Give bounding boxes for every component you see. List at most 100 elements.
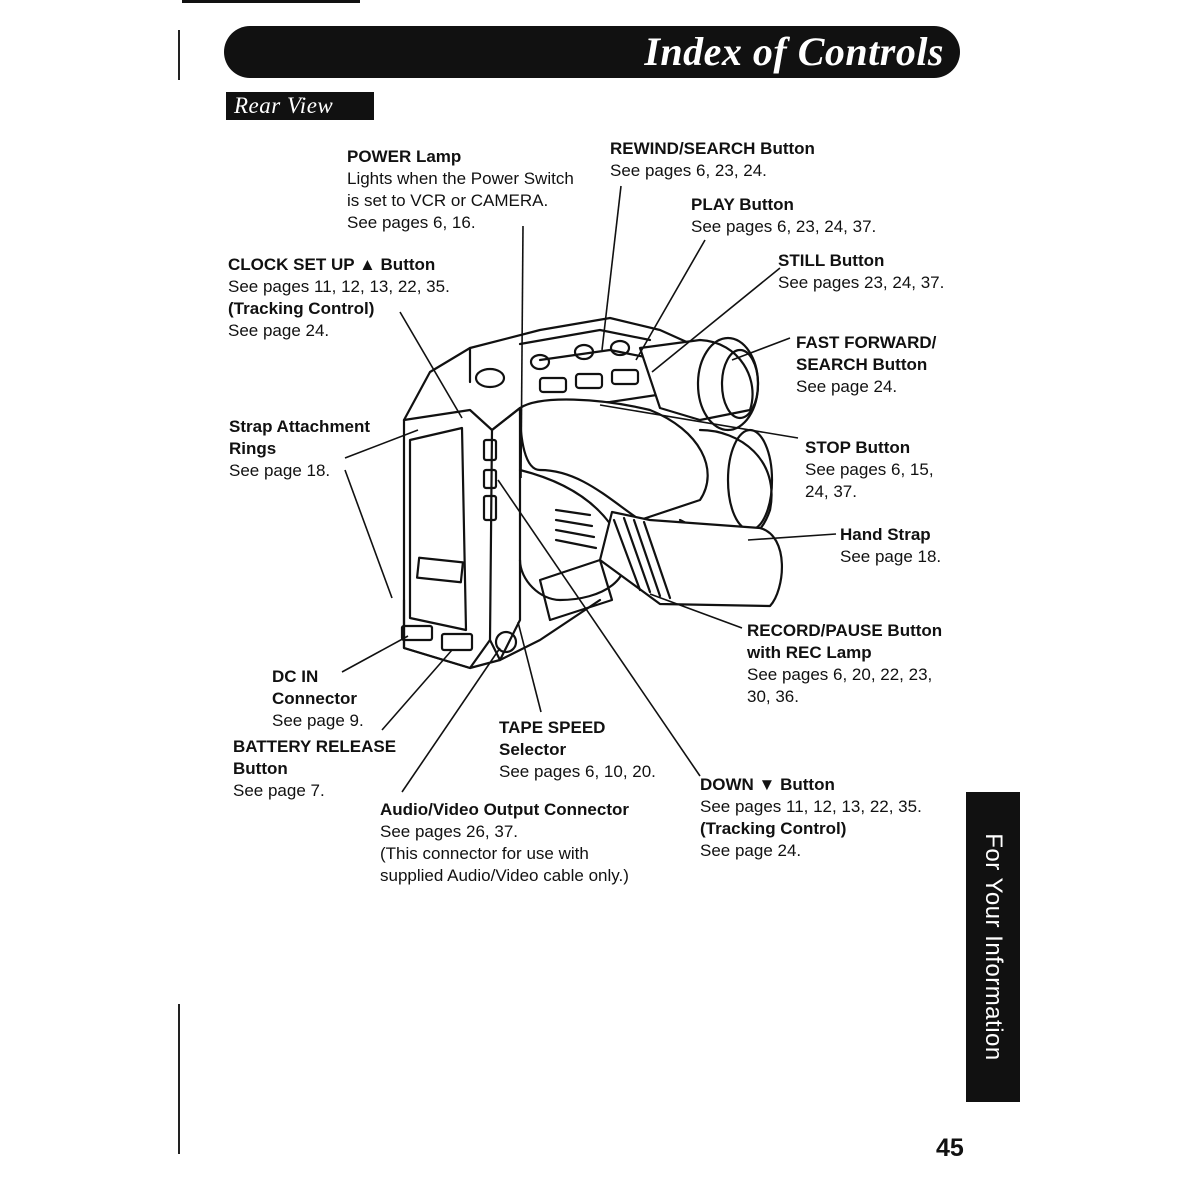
hand-strap xyxy=(598,510,784,608)
label-title: Strap Attachment xyxy=(229,417,371,436)
label-dc-in: DC IN Connector See page 9. xyxy=(272,666,364,732)
label-title: Connector xyxy=(272,689,357,708)
leader-down xyxy=(497,479,701,777)
label-title: Selector xyxy=(499,740,567,759)
label-play: PLAY Button See pages 6, 23, 24, 37. xyxy=(691,194,876,238)
leader-ff xyxy=(731,337,791,361)
leader-record xyxy=(649,593,743,629)
margin-mark xyxy=(178,30,180,80)
lens-ring xyxy=(726,428,774,532)
label-desc: See pages 6, 23, 24. xyxy=(610,161,767,180)
page-number: 45 xyxy=(936,1134,964,1162)
deck-button xyxy=(573,343,595,361)
label-title: FAST FORWARD/ xyxy=(796,333,937,352)
label-title: STILL Button xyxy=(778,251,885,270)
deck-key xyxy=(610,368,640,386)
label-desc: is set to VCR or CAMERA. xyxy=(347,191,549,210)
label-title: DC IN xyxy=(272,667,319,686)
deck-button xyxy=(609,339,631,357)
lcd-panel-outline xyxy=(402,408,494,670)
body-side xyxy=(488,406,522,662)
title-bar: Index of Controls xyxy=(224,26,960,78)
label-subtitle: (Tracking Control) xyxy=(228,299,375,318)
label-desc: See pages 6, 20, 22, 23, xyxy=(747,665,933,684)
leader-rings-a xyxy=(344,469,393,599)
label-title: DOWN ▼ Button xyxy=(700,775,835,794)
label-title: Button xyxy=(233,759,288,778)
leader-battery xyxy=(381,649,453,731)
label-title: with REC Lamp xyxy=(747,643,872,662)
top-rule xyxy=(182,0,360,3)
leader-power xyxy=(520,225,524,479)
viewfinder-eyecup-inner xyxy=(720,348,760,420)
vent xyxy=(554,508,598,550)
leader-av xyxy=(401,647,501,793)
label-title: RECORD/PAUSE Button xyxy=(747,621,943,640)
label-title: PLAY Button xyxy=(691,195,794,214)
label-strap-rings: Strap Attachment Rings See page 18. xyxy=(229,416,370,482)
leader-rings-b xyxy=(344,429,419,459)
grip-lower xyxy=(518,468,627,602)
label-title: REWIND/SEARCH Button xyxy=(610,139,815,158)
control-deck xyxy=(468,328,662,384)
margin-mark xyxy=(178,1004,180,1154)
side-switch xyxy=(482,494,498,522)
section-title: Rear View xyxy=(234,93,334,118)
label-subtitle: (Tracking Control) xyxy=(700,819,847,838)
label-battery-release: BATTERY RELEASE Button See page 7. xyxy=(233,736,396,802)
tape-cover xyxy=(538,558,614,622)
label-desc: See pages 23, 24, 37. xyxy=(778,273,945,292)
label-av-output: Audio/Video Output Connector See pages 2… xyxy=(380,799,629,887)
label-rewind: REWIND/SEARCH Button See pages 6, 23, 24… xyxy=(610,138,815,182)
label-desc: 24, 37. xyxy=(805,482,857,501)
leader-rewind xyxy=(601,185,622,351)
battery-release xyxy=(440,632,474,652)
label-title: STOP Button xyxy=(805,438,911,457)
page-title: Index of Controls xyxy=(644,29,944,74)
deck-key xyxy=(538,376,568,394)
label-desc: See page 18. xyxy=(840,547,942,566)
label-title: TAPE SPEED xyxy=(499,718,606,737)
deck-button xyxy=(474,367,506,389)
label-desc: See page 24. xyxy=(700,841,802,860)
label-desc: supplied Audio/Video cable only.) xyxy=(380,866,629,885)
label-title: Hand Strap xyxy=(840,525,931,544)
leader-tape xyxy=(517,621,542,713)
leader-clock xyxy=(399,311,463,419)
label-desc: Lights when the Power Switch xyxy=(347,169,574,188)
deck-button xyxy=(529,353,551,371)
leader-still xyxy=(651,267,781,373)
side-switch xyxy=(482,438,498,462)
section-tab: Rear View xyxy=(226,92,374,120)
leader-hand xyxy=(747,533,837,541)
label-title: SEARCH Button xyxy=(796,355,928,374)
label-down: DOWN ▼ Button See pages 11, 12, 13, 22, … xyxy=(700,774,922,862)
label-power-lamp: POWER Lamp Lights when the Power Switch … xyxy=(347,146,574,234)
label-stop: STOP Button See pages 6, 15, 24, 37. xyxy=(805,437,934,503)
label-title: Audio/Video Output Connector xyxy=(380,800,629,819)
dc-in-connector xyxy=(400,624,434,642)
label-desc: See page 24. xyxy=(228,321,330,340)
label-desc: See pages 6, 15, xyxy=(805,460,934,479)
leader-stop xyxy=(599,404,799,439)
panel-slot xyxy=(415,556,465,584)
label-still: STILL Button See pages 23, 24, 37. xyxy=(778,250,944,294)
label-desc: See page 24. xyxy=(796,377,898,396)
label-desc: See page 7. xyxy=(233,781,325,800)
leader-dc xyxy=(341,635,409,673)
strap-padding xyxy=(612,516,672,600)
label-tape-speed: TAPE SPEED Selector See pages 6, 10, 20. xyxy=(499,717,656,783)
label-title: POWER Lamp xyxy=(347,147,462,166)
deck-key xyxy=(574,372,604,390)
label-hand-strap: Hand Strap See page 18. xyxy=(840,524,941,568)
side-tab: For Your Information xyxy=(966,792,1020,1102)
label-desc: See page 9. xyxy=(272,711,364,730)
label-desc: (This connector for use with xyxy=(380,844,589,863)
label-desc: 30, 36. xyxy=(747,687,799,706)
label-title: Rings xyxy=(229,439,277,458)
label-desc: See pages 6, 23, 24, 37. xyxy=(691,217,877,236)
side-switch xyxy=(482,468,498,490)
label-desc: See pages 11, 12, 13, 22, 35. xyxy=(700,797,922,816)
label-desc: See pages 26, 37. xyxy=(380,822,519,841)
lcd-screen xyxy=(408,426,468,632)
